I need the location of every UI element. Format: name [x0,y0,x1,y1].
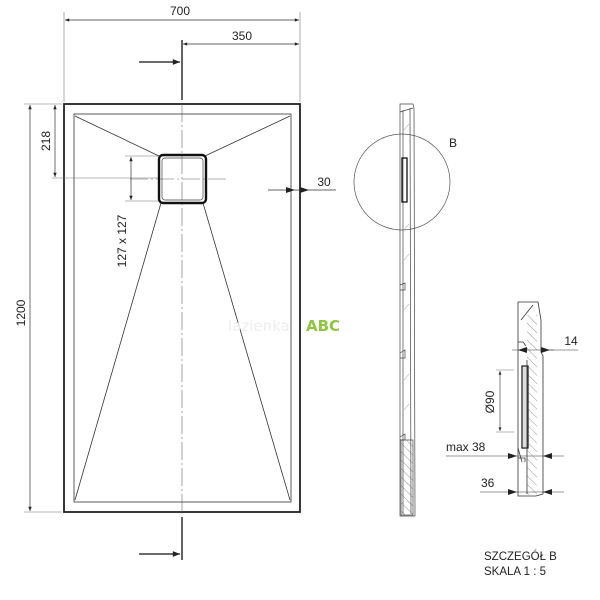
drain-size-dimension-label: 127 x 127 [115,214,129,267]
slope-lines [74,115,291,501]
side-section [399,103,416,517]
detail-b-marker: B [449,136,457,150]
detail-drain-diameter-label: Ø90 [483,390,497,413]
tray-inner-rim [73,113,292,503]
section-arrow-top [139,40,183,100]
section-arrow-bottom [139,517,183,560]
detail-title: SZCZEGÓŁ B [484,550,557,563]
svg-text:ABC: ABC [306,317,340,335]
length-dimension-label: 1200 [14,299,28,326]
drain-offset-dimension-label: 218 [39,131,53,151]
detail-rim-label: 14 [564,334,578,348]
width-dimension-label: 700 [170,4,190,18]
drain-square [157,153,208,205]
detail-b-circle [353,133,451,231]
detail-thickness-label: 36 [481,476,495,490]
svg-text:lazienka: lazienka [228,317,290,335]
rim-width-dimension-label: 30 [317,175,331,189]
plan-view: 700 350 12 [14,4,336,560]
watermark: ABC lazienka [228,317,340,335]
detail-max-thickness-label: max 38 [446,440,486,454]
detail-b: 14 Ø90 max 38 36 SZCZEGÓŁ B SKALA 1 : 5 [446,301,578,578]
half-width-dimension-label: 350 [232,29,252,43]
detail-scale: SKALA 1 : 5 [484,566,546,578]
